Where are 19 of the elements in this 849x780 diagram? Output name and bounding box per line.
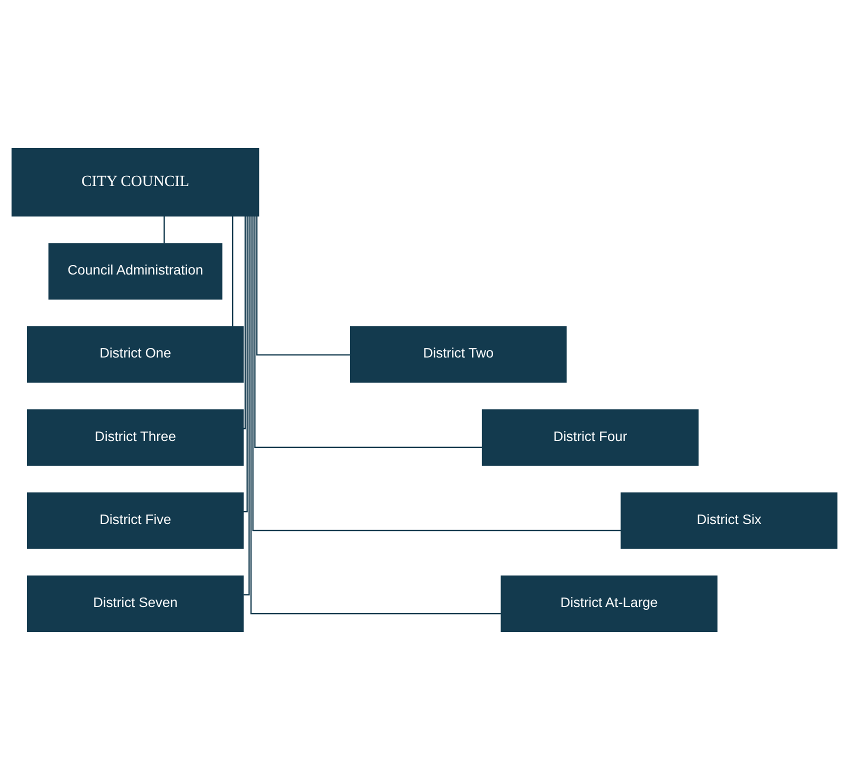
node-box: District One: [27, 326, 244, 383]
connector: [250, 216, 501, 614]
connector: [164, 216, 165, 244]
connector: [243, 216, 246, 430]
connector: [232, 216, 234, 326]
node-box: District Four: [482, 409, 699, 466]
connector: [252, 216, 621, 532]
connector: [244, 216, 250, 596]
connector: [254, 216, 482, 448]
node-box: District Three: [27, 409, 244, 466]
node-box: District At-Large: [500, 575, 718, 632]
connector: [256, 216, 350, 356]
node-box: District Five: [27, 492, 244, 549]
node-box: District Two: [350, 326, 567, 383]
node-box: CITY COUNCIL: [12, 148, 260, 217]
node-box: Council Administration: [48, 243, 222, 300]
node-box: District Six: [620, 492, 838, 549]
connector: [243, 216, 248, 512]
node-box: District Seven: [27, 575, 244, 632]
